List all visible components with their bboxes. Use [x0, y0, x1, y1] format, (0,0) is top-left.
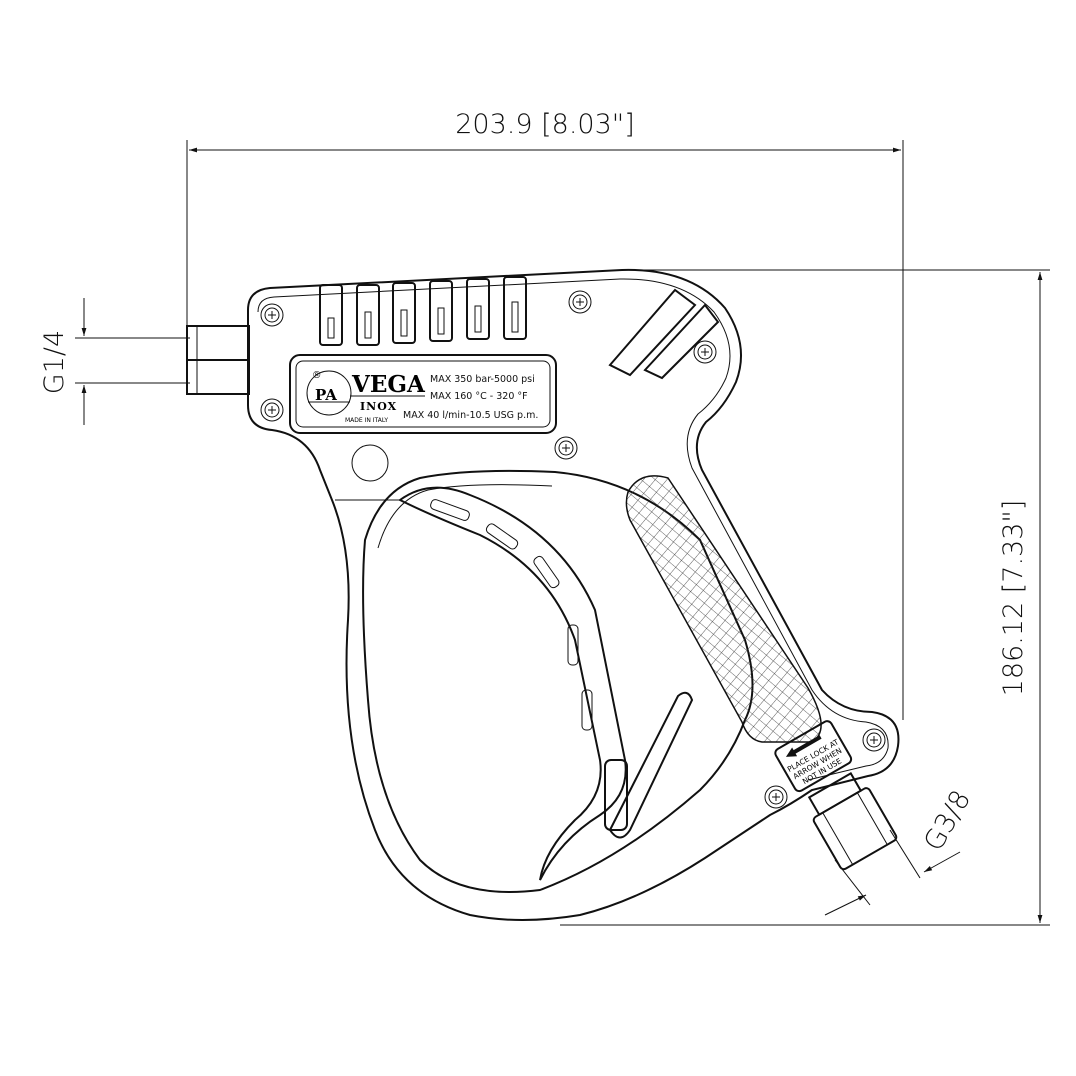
grip-mesh — [625, 475, 822, 743]
safety-lock[interactable] — [604, 691, 694, 839]
vent-slots — [319, 276, 720, 380]
outlet-fitting — [807, 771, 898, 871]
trigger-lever — [398, 486, 627, 881]
gun-body-inner-outline — [257, 278, 889, 781]
inlet-thread-label: G1/4 — [39, 330, 70, 394]
nameplate: ® PA VEGA INOX MADE IN ITALY MAX 350 bar… — [289, 354, 557, 434]
trigger-guard — [362, 469, 754, 893]
registered-mark: ® — [312, 370, 322, 381]
spec-flow: MAX 40 l/min-10.5 USG p.m. — [403, 410, 538, 421]
hanger-hole — [351, 444, 389, 482]
width-dimension: 203.9 [8.03"] — [186, 109, 904, 720]
width-dimension-label: 203.9 [8.03"] — [455, 109, 634, 140]
brand-logo: PA — [315, 386, 337, 404]
spec-pressure: MAX 350 bar-5000 psi — [430, 374, 535, 385]
material-label: INOX — [360, 400, 397, 413]
origin-label: MADE IN ITALY — [345, 417, 388, 424]
spec-temperature: MAX 160 °C - 320 °F — [430, 391, 528, 402]
outlet-thread-label: G3/8 — [918, 785, 977, 856]
height-dimension: 186.12 [7.33"] — [560, 269, 1050, 926]
gun-body-outline — [247, 268, 900, 921]
inlet-thread-dimension: G1/4 — [39, 298, 190, 425]
trigger-slots — [430, 499, 593, 731]
lock-arrow-icon — [785, 735, 822, 757]
inlet-fitting — [186, 325, 250, 395]
height-dimension-label: 186.12 [7.33"] — [998, 500, 1029, 697]
model-name: VEGA — [351, 371, 426, 398]
outlet-thread-dimension: G3/8 — [824, 785, 977, 916]
screws — [260, 290, 886, 809]
